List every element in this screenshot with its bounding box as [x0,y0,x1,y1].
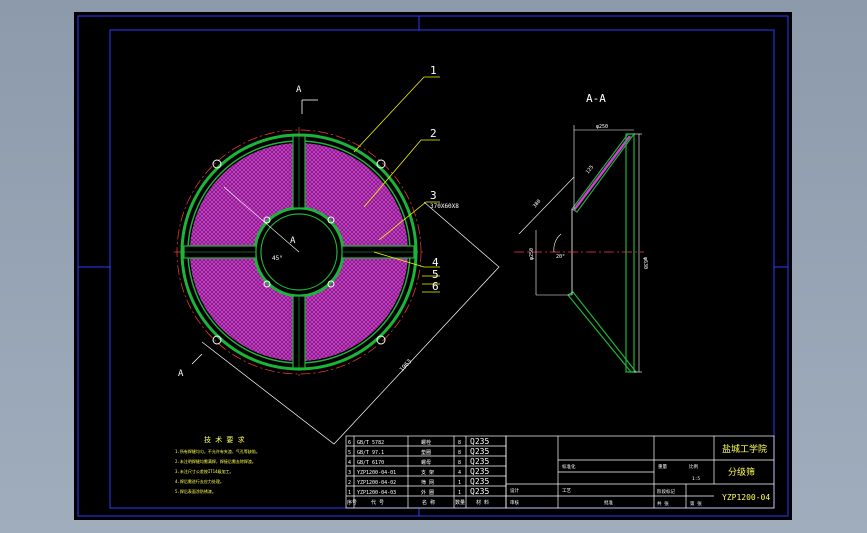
label-sheet-no: 第 张 [690,500,702,507]
bom-header-material: 材 料 [476,499,489,506]
section-view: A-A φ250 380 125 [514,92,648,373]
angle-label: 45° [272,255,283,262]
bom-row-1-code: GB/T 5782 [357,440,384,446]
label-approve: 批准 [604,499,613,506]
label-standard: 标准化 [562,463,576,470]
title-block: 盐城工学院 分级筛 YZP1200-04 设计 审核 工艺 标准化 批准 阶段标… [505,435,775,509]
bom-header-name: 名 称 [422,499,435,506]
bom-row-1-no: 6 [348,440,351,446]
bom-header-code: 代 号 [371,499,384,506]
svg-text:技 术 要 求: 技 术 要 求 [204,435,245,444]
bom-row-3-qty: 8 [458,460,461,466]
outer-frame [77,15,789,517]
bom-row-3-material: Q235 [470,457,489,466]
diagonal-dimension: 1963 [398,358,413,374]
bom-row-4-name: 支 架 [421,469,434,476]
bom-row-5-no: 2 [348,480,351,486]
bom-row-2-name: 垫圈 [421,449,431,456]
label-process: 工艺 [562,488,571,494]
bom-header-qty: 数量 [455,499,465,506]
callout-3: 3 [430,189,437,202]
scale-value: 1:5 [692,476,700,482]
tech-line-4: 4.焊后需进行去应力处理。 [175,478,224,484]
screen-mesh [189,143,408,361]
tech-line-5: 5.焊后表面涂防锈漆。 [175,488,216,494]
dim-slant: 380 [532,199,542,210]
bom-row-3-code: GB/T 6170 [357,460,384,466]
bom-row-1-name: 螺栓 [421,439,431,446]
callout-6: 6 [432,280,439,293]
bom-row-4-no: 3 [348,470,351,476]
callout-5: 5 [432,268,439,281]
callout-1: 1 [430,64,437,77]
bom-row-5-material: Q235 [470,477,489,486]
bom-row-4-code: YZP1200-04-01 [357,470,396,476]
label-scale: 比例 [689,463,698,470]
label-review: 审核 [510,499,519,506]
bom-row-6-material: Q235 [470,487,489,496]
drawing-number: YZP1200-04 [722,493,770,502]
bom-row-6-code: YZP1200-04-03 [357,490,396,496]
outer-ring [180,133,418,371]
bom-row-1-material: Q235 [470,437,489,446]
bom-row-4-qty: 4 [458,470,461,476]
bolt-holes [212,159,386,345]
bom-row-2-qty: 8 [458,450,461,456]
plan-view: A A A 45° 1963 370X60X8 1 2 3 4 5 6 [174,64,500,445]
bom-row-2-code: GB/T 97.1 [357,450,384,456]
bom-header-no: 序号 [347,499,357,506]
view-marker-bottom: A [178,369,184,379]
bom-row-6-no: 1 [348,490,351,496]
label-total-sheets: 共 张 [657,500,669,507]
label-weight: 重量 [658,463,667,470]
dim-angle: 20° [556,254,565,260]
bar-dimension: 370X60X8 [430,203,459,210]
callout-2: 2 [430,127,437,140]
label-design: 设计 [510,487,519,494]
part-name: 分级筛 [728,466,755,478]
bom-table: 6 GB/T 5782 螺栓 8 Q235 5 GB/T 97.1 垫圈 8 Q… [345,435,507,509]
center-marker: A [290,236,296,246]
school-name: 盐城工学院 [722,443,767,455]
bom-row-6-name: 外 圈 [421,489,434,496]
dim-side: φ250 [529,248,535,260]
bom-row-6-qty: 1 [458,490,461,496]
label-stage: 阶段标记 [657,488,675,495]
view-marker-top: A [296,85,302,95]
tech-line-1: 1.所有焊缝均匀，不允许有夹渣、气孔等缺陷。 [175,448,260,454]
bom-row-2-material: Q235 [470,447,489,456]
bom-row-4-material: Q235 [470,467,489,476]
dim-top-width: φ250 [596,124,608,130]
bom-row-1-qty: 8 [458,440,461,446]
bom-row-5-name: 筛 网 [421,479,434,486]
bom-row-5-qty: 1 [458,480,461,486]
section-label: A-A [586,92,606,105]
dim-height: φ630 [642,257,648,269]
technical-requirements: 技 术 要 求 1.所有焊缝均匀，不允许有夹渣、气孔等缺陷。 2.未注明焊缝均需… [175,435,260,494]
drawing-sheet: A A A 45° 1963 370X60X8 1 2 3 4 5 6 [74,12,792,520]
tech-line-2: 2.未注明焊缝均需满焊，焊接后需去除焊渣。 [175,458,256,464]
bom-row-3-name: 螺母 [421,459,431,466]
bom-row-5-code: YZP1200-04-02 [357,480,396,486]
bom-row-2-no: 5 [348,450,351,456]
tech-line-3: 3.未注尺寸公差按IT14级加工。 [175,468,233,474]
bom-row-3-no: 4 [348,460,351,466]
dim-upper-slant: 125 [585,164,595,175]
callout-4: 4 [432,256,439,269]
